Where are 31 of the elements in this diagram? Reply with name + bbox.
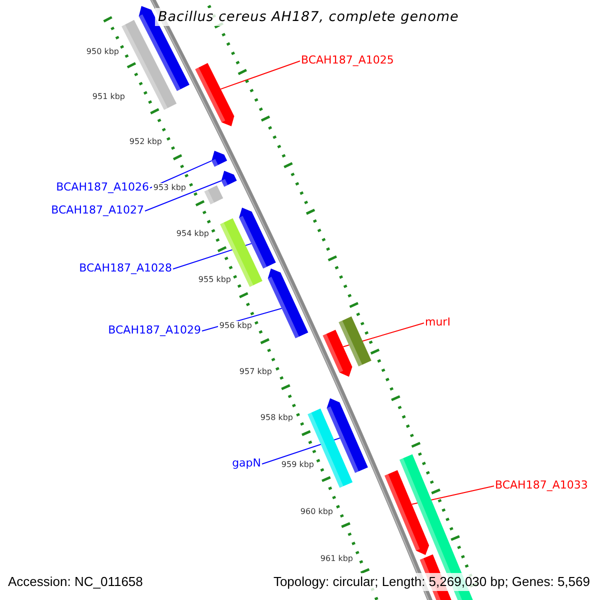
gene-label: BCAH187_A1025 <box>301 54 394 66</box>
gene-feature <box>268 268 308 338</box>
scale-label: 957 kbp <box>238 367 273 377</box>
gene-feature <box>322 330 352 377</box>
leader-line <box>144 180 222 212</box>
leader-line <box>220 60 300 90</box>
scale-label: 954 kbp <box>175 229 210 239</box>
scale-label: 953 kbp <box>152 183 187 193</box>
scale-label: 955 kbp <box>197 275 232 285</box>
scale-label: 951 kbp <box>91 92 126 102</box>
gene-label: BCAH187_A1027 <box>51 204 144 216</box>
scale-label: 961 kbp <box>319 554 354 564</box>
gene-feature <box>239 208 276 268</box>
scale-label: 959 kbp <box>280 460 315 470</box>
gene-feature <box>384 470 430 556</box>
gene-feature <box>212 150 228 167</box>
gene-feature <box>221 170 237 187</box>
scale-label: 956 kbp <box>218 321 253 331</box>
leader-line <box>150 160 212 188</box>
gene-label: BCAH187_A1026 <box>56 180 149 194</box>
gene-label: BCAH187_A1028 <box>79 262 172 274</box>
scale-label: 958 kbp <box>259 413 294 423</box>
scale-label: 960 kbp <box>299 507 334 517</box>
gene-label: gapN <box>232 456 261 470</box>
scale-label: 952 kbp <box>128 137 163 147</box>
gene-label: BCAH187_A1033 <box>495 478 588 492</box>
scale-label: 950 kbp <box>85 47 120 57</box>
gene-label: BCAH187_A1029 <box>108 324 201 336</box>
gene-feature <box>326 398 368 473</box>
gene-label: murI <box>425 316 450 328</box>
gene-feature <box>195 63 234 126</box>
